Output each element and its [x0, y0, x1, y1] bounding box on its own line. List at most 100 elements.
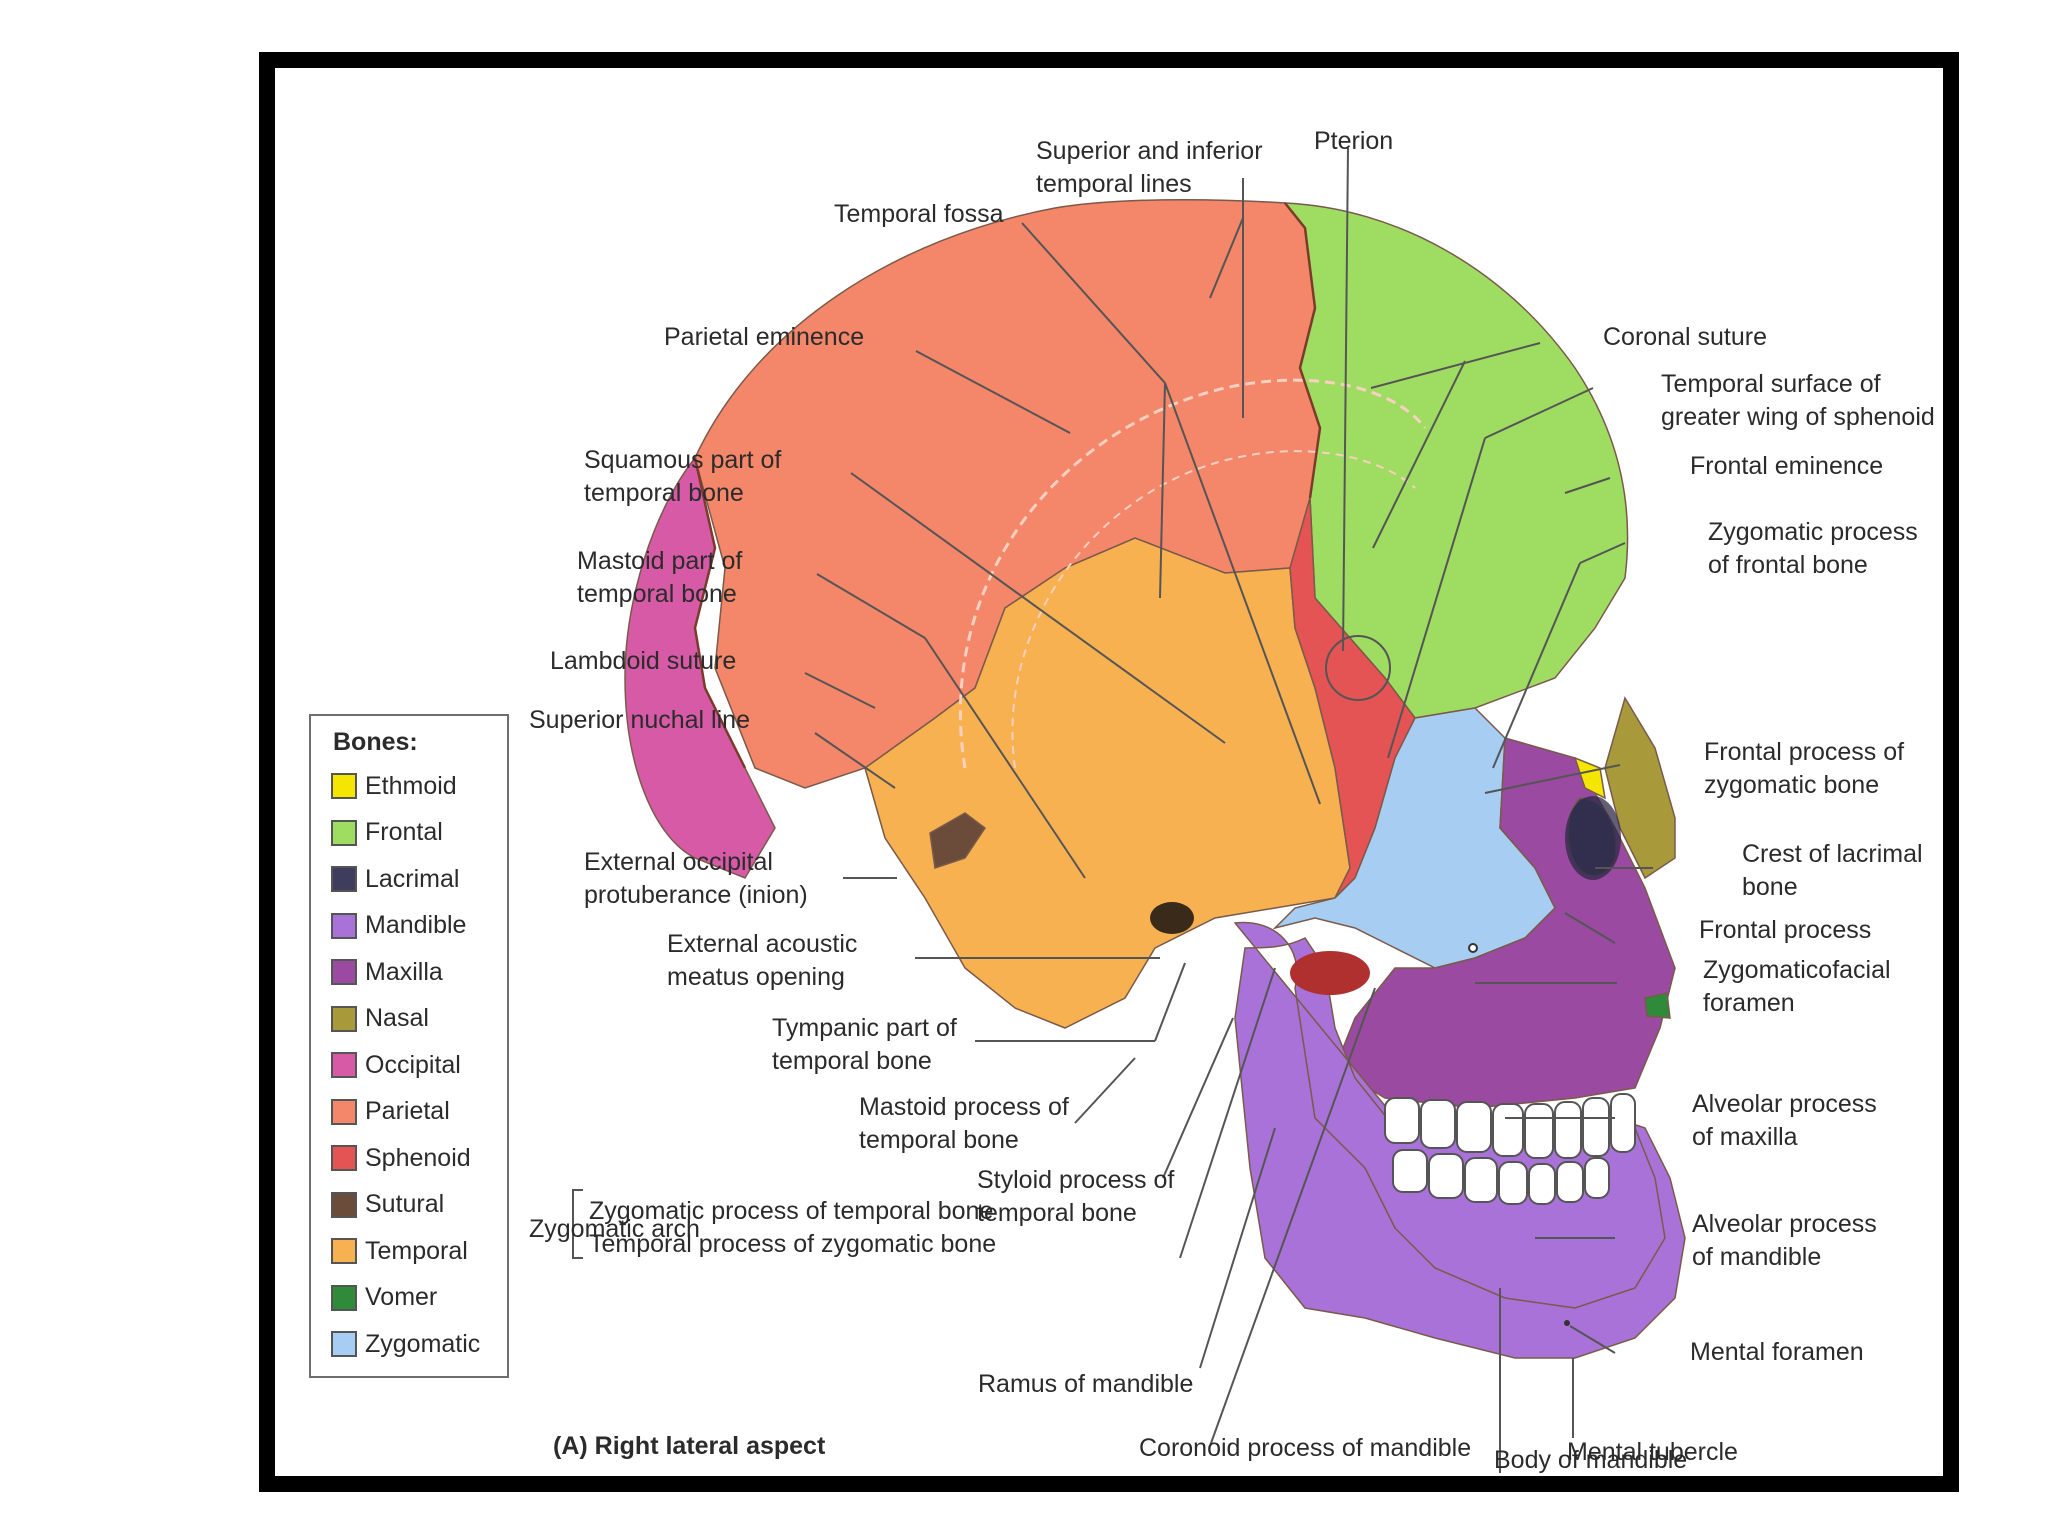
leader-coronal-suture-a	[1370, 342, 1541, 389]
label-line-2: temporal bone	[577, 580, 737, 608]
label-line-2: of frontal bone	[1708, 551, 1868, 579]
upper-tooth	[1554, 1101, 1582, 1159]
label-line-1: Styloid process of	[977, 1166, 1175, 1194]
legend-item-lacrimal: Lacrimal	[331, 861, 459, 897]
leader-tympanic-part-b	[1154, 962, 1186, 1042]
legend-label: Frontal	[365, 818, 443, 846]
lambdoid-suture-line	[693, 457, 747, 769]
legend-item-temporal: Temporal	[331, 1233, 468, 1269]
label-squamous-part: Squamous part of temporal bone	[584, 444, 781, 510]
upper-tooth	[1492, 1103, 1524, 1157]
leader-frontal-eminence	[1564, 477, 1611, 494]
leader-lambdoid-suture	[804, 672, 876, 709]
leader-frontal-process-zygomatic	[1484, 764, 1621, 794]
label-zygomatic-arch: Zygomatic arch	[529, 1213, 700, 1246]
legend-swatch	[331, 1238, 357, 1264]
orbit	[1565, 796, 1621, 880]
label-line-1: Frontal eminence	[1690, 452, 1884, 480]
label-line-2: temporal bone	[977, 1199, 1137, 1227]
legend-label: Sutural	[365, 1190, 445, 1218]
mandibular-notch	[1290, 951, 1370, 995]
teeth-group	[1384, 1093, 1636, 1205]
leader-coronoid	[1209, 987, 1376, 1447]
label-line-2: of mandible	[1692, 1243, 1822, 1271]
legend-swatch	[331, 1005, 357, 1032]
legend-item-nasal: Nasal	[331, 1001, 429, 1037]
label-line-2: temporal bone	[772, 1047, 932, 1075]
label-line-1: Mental tubercle	[1567, 1438, 1738, 1466]
legend-item-parietal: Parietal	[331, 1094, 450, 1130]
leader-coronal-suture-b	[1372, 360, 1466, 549]
mental-foramen-dot	[1564, 1320, 1570, 1326]
leader-zygomatic-process-frontal	[1579, 542, 1626, 564]
lower-tooth	[1498, 1161, 1528, 1205]
label-line-2: temporal bone	[584, 479, 744, 507]
leader-pterion	[1342, 147, 1349, 652]
label-line-1: Frontal process	[1699, 916, 1872, 944]
label-mastoid-process: Mastoid process of temporal bone	[859, 1091, 1069, 1157]
label-line-1: Temporal fossa	[834, 200, 1004, 228]
label-tympanic-part: Tympanic part of temporal bone	[772, 1012, 957, 1078]
label-lambdoid-suture: Lambdoid suture	[550, 645, 736, 678]
label-line-2: foramen	[1703, 989, 1795, 1017]
pterion-circle	[1325, 635, 1391, 701]
label-line-1: Crest of lacrimal	[1742, 840, 1923, 868]
legend-swatch	[331, 1098, 357, 1125]
legend-label: Maxilla	[365, 957, 443, 986]
label-line-2: protuberance (inion)	[584, 881, 808, 909]
label-body-mandible: Body of mandible	[1494, 1444, 1687, 1476]
legend-item-mandible: Mandible	[331, 908, 466, 944]
leader-temporal-fossa-a	[1021, 222, 1166, 384]
legend-item-frontal: Frontal	[331, 815, 443, 851]
upper-tooth	[1582, 1097, 1610, 1157]
leader-mastoid-part-b	[924, 637, 1086, 879]
legend-swatch	[331, 1191, 357, 1218]
skull-illustration	[572, 147, 1686, 1473]
leader-squamous-part	[850, 472, 1226, 744]
label-line-2: temporal lines	[1036, 170, 1192, 198]
label-line-1: Squamous part of	[584, 446, 782, 474]
label-mastoid-part: Mastoid part of temporal bone	[577, 545, 742, 611]
label-styloid-process: Styloid process of temporal bone	[977, 1164, 1174, 1230]
coronal-suture-line	[1284, 202, 1322, 499]
legend-swatch	[331, 959, 357, 985]
legend-label: Zygomatic	[365, 1329, 481, 1358]
legend-item-zygomatic: Zygomatic	[331, 1326, 480, 1362]
label-line-1: Alveolar process	[1692, 1090, 1877, 1118]
label-parietal-eminence: Parietal eminence	[664, 321, 864, 354]
leader-temporal-fossa-b	[1159, 382, 1166, 599]
legend-title: Bones:	[333, 728, 418, 756]
label-line-1: Temporal process of zygomatic bone	[589, 1230, 997, 1258]
legend-swatch	[331, 1284, 357, 1311]
label-line-1: Parietal eminence	[664, 323, 865, 351]
leader-temporal-fossa-c	[1164, 382, 1321, 805]
label-line-1: Superior nuchal line	[529, 706, 750, 734]
figure-frame: Superior and inferior temporal lines Pte…	[259, 52, 1959, 1492]
label-line-1: Zygomatic arch	[529, 1215, 700, 1243]
label-line-1: Coronoid process of mandible	[1139, 1434, 1472, 1462]
zygomatic-arch-bracket	[572, 1189, 583, 1259]
label-zygomatic-process-frontal: Zygomatic process of frontal bone	[1708, 516, 1918, 582]
ethmoid-bone	[1573, 756, 1606, 800]
label-line-2: temporal bone	[859, 1126, 1019, 1154]
label-temporal-process-zygomatic: Temporal process of zygomatic bone	[589, 1228, 996, 1261]
leader-parietal-eminence	[915, 350, 1071, 434]
leader-temporal-surface-b	[1387, 437, 1486, 759]
upper-tooth	[1456, 1101, 1492, 1153]
lower-tooth	[1464, 1157, 1498, 1203]
nasal-bone	[1604, 696, 1676, 880]
legend-item-ethmoid: Ethmoid	[331, 768, 457, 804]
legend-swatch	[331, 912, 357, 939]
label-external-acoustic-meatus: External acoustic meatus opening	[667, 928, 857, 994]
label-line-2: meatus opening	[667, 963, 845, 991]
label-temporal-surface-greater-wing: Temporal surface of greater wing of sphe…	[1661, 368, 1935, 434]
upper-tooth	[1524, 1103, 1554, 1159]
label-line-1: Pterion	[1314, 127, 1394, 155]
label-line-1: Tympanic part of	[772, 1014, 957, 1042]
label-line-1: Lambdoid suture	[550, 647, 737, 675]
label-superior-inferior-temporal-lines: Superior and inferior temporal lines	[1036, 135, 1263, 201]
label-superior-nuchal-line: Superior nuchal line	[529, 704, 750, 737]
label-alveolar-process-maxilla: Alveolar process of maxilla	[1692, 1088, 1877, 1154]
legend-swatch	[331, 773, 357, 799]
legend-label: Mandible	[365, 911, 467, 939]
